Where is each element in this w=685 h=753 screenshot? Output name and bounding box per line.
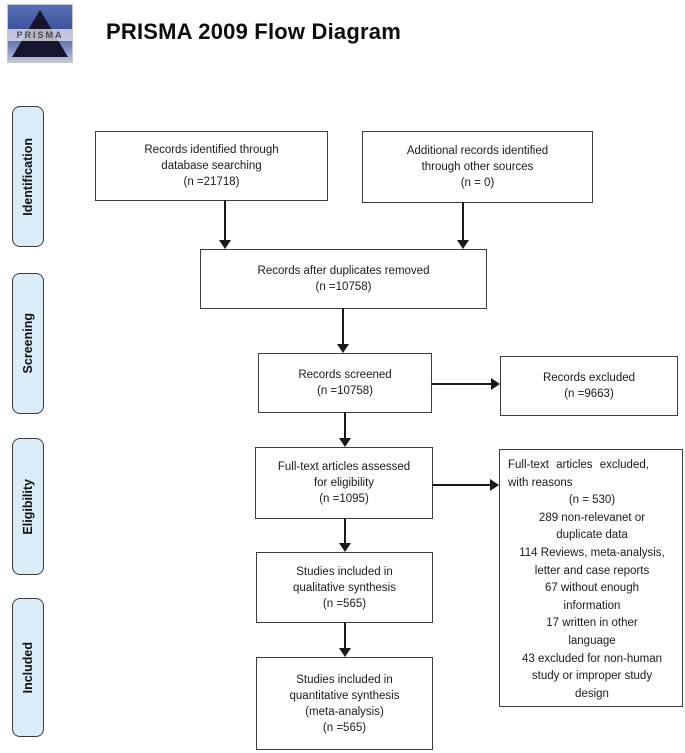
logo-wordmark: PRISMA bbox=[8, 29, 72, 41]
box-line: information bbox=[563, 599, 621, 612]
page-title: PRISMA 2009 Flow Diagram bbox=[106, 19, 401, 44]
box-records-identified: Records identified through database sear… bbox=[95, 131, 328, 201]
box-qualitative-synthesis: Studies included in qualitative synthesi… bbox=[256, 552, 433, 623]
box-line: (n =1095) bbox=[319, 493, 369, 505]
box-line: (n = 530) bbox=[568, 494, 616, 507]
box-line: 114 Reviews, meta-analysis, bbox=[519, 546, 665, 559]
box-line: with reasons bbox=[508, 476, 573, 489]
box-line: (meta-analysis) bbox=[305, 705, 384, 718]
stage-included: Included bbox=[12, 598, 44, 737]
box-fulltext-assessed: Full-text articles assessed for eligibil… bbox=[255, 447, 433, 519]
box-line: Records screened bbox=[298, 369, 392, 381]
stage-screening: Screening bbox=[12, 273, 44, 414]
stage-eligibility: Eligibility bbox=[12, 438, 44, 575]
box-line: Records after duplicates removed bbox=[257, 265, 430, 277]
box-line: Studies included in bbox=[296, 565, 393, 578]
box-line: 17 written in other bbox=[546, 617, 638, 630]
box-line: Records identified through bbox=[144, 144, 279, 156]
box-quantitative-synthesis: Studies included in quantitative synthes… bbox=[256, 657, 433, 750]
stage-label: Eligibility bbox=[21, 478, 35, 535]
box-duplicates-removed: Records after duplicates removed (n =107… bbox=[200, 249, 487, 309]
box-line: (n =9663) bbox=[564, 388, 614, 400]
box-line: (n =10758) bbox=[315, 281, 372, 293]
box-line: (n =10758) bbox=[317, 385, 373, 397]
box-line: database searching bbox=[161, 160, 262, 172]
box-line: qualitative synthesis bbox=[293, 581, 396, 594]
box-additional-records: Additional records identified through ot… bbox=[362, 131, 593, 203]
box-records-excluded: Records excluded (n =9663) bbox=[500, 356, 678, 416]
box-line: (n = 0) bbox=[460, 177, 495, 189]
box-line: 67 without enough bbox=[545, 582, 639, 595]
box-line: letter and case reports bbox=[534, 564, 650, 577]
stage-label: Identification bbox=[21, 137, 35, 216]
box-line: quantitative synthesis bbox=[289, 689, 400, 702]
box-line: design bbox=[575, 687, 609, 700]
box-fulltext-excluded: Full-text articles excluded, with reason… bbox=[499, 449, 683, 707]
box-line: 43 excluded for non-human bbox=[521, 652, 662, 665]
prisma-logo: PRISMA bbox=[8, 5, 72, 62]
box-line: Additional records identified bbox=[406, 145, 549, 157]
box-line: (n =21718) bbox=[183, 176, 240, 188]
stage-identification: Identification bbox=[12, 106, 44, 247]
stage-label: Included bbox=[21, 641, 35, 694]
box-line: 289 non-relevanet or bbox=[538, 511, 646, 524]
box-line: through other sources bbox=[421, 161, 534, 173]
box-line: (n =565) bbox=[322, 721, 367, 734]
box-line: (n =565) bbox=[322, 597, 367, 610]
box-line: study or improper study bbox=[531, 670, 653, 683]
box-line: Full-text articles excluded, bbox=[508, 459, 649, 471]
box-line: language bbox=[568, 634, 616, 647]
box-records-screened: Records screened (n =10758) bbox=[258, 353, 432, 413]
box-line: duplicate data bbox=[556, 529, 628, 542]
box-line: for eligibility bbox=[313, 477, 375, 489]
box-line: Studies included in bbox=[296, 673, 393, 686]
box-line: Full-text articles assessed bbox=[277, 461, 411, 473]
box-line: Records excluded bbox=[542, 372, 636, 384]
stage-label: Screening bbox=[21, 313, 35, 374]
